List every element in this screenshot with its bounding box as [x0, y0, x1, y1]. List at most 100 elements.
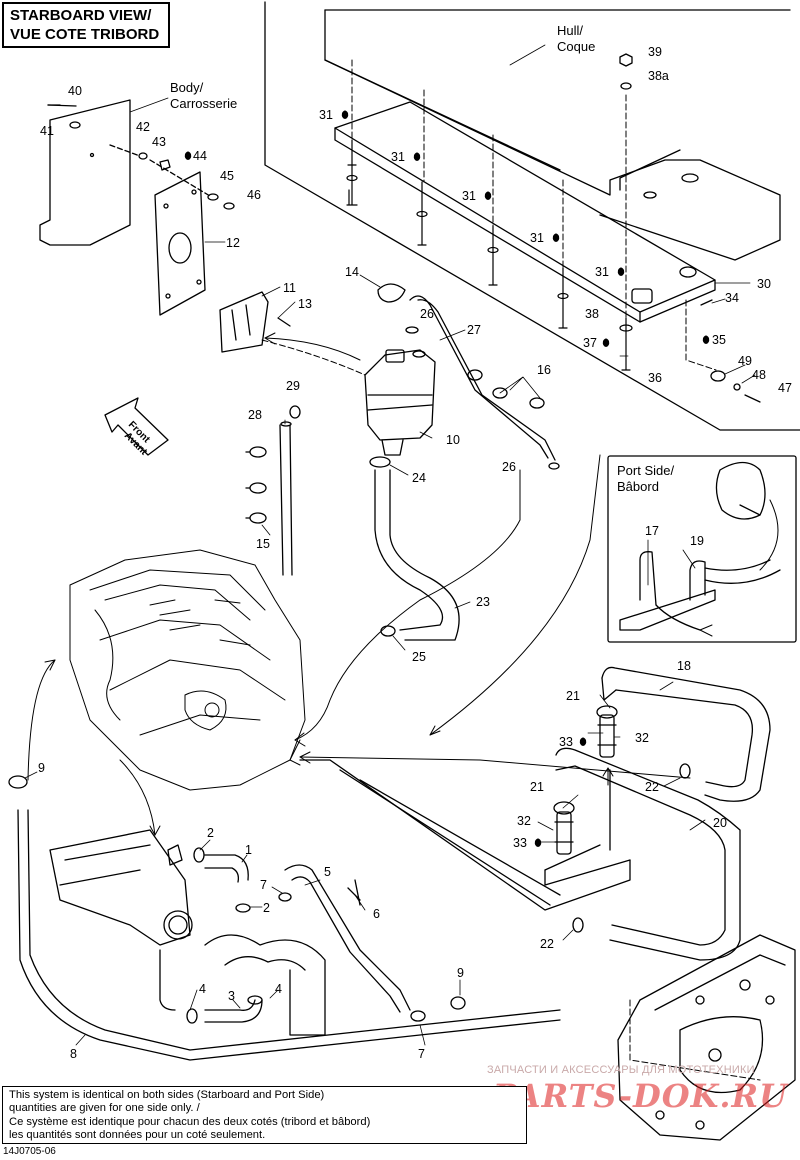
mounting-rail: [334, 101, 716, 323]
drop-icon: [484, 191, 492, 200]
callout-38: 38: [585, 307, 599, 321]
callout-31: 31: [462, 189, 476, 203]
callout-25: 25: [412, 650, 426, 664]
callout-13: 13: [298, 297, 312, 311]
callout-40: 40: [68, 84, 82, 98]
callout-42: 42: [136, 120, 150, 134]
callout-48: 48: [752, 368, 766, 382]
bolt-set: [346, 139, 633, 371]
drop-icon: [341, 110, 349, 119]
hardware-body: [47, 104, 235, 210]
drawing-code: 14J0705-06: [3, 1146, 56, 1157]
callout-35: 35: [712, 333, 726, 347]
note-line-4: les quantités sont données pour un coté …: [9, 1128, 266, 1141]
callout-39: 39: [648, 45, 662, 59]
bracket: [219, 291, 291, 353]
callout-34: 34: [725, 291, 739, 305]
coolant-reservoir: [364, 283, 436, 456]
dash-lines: [261, 59, 761, 1081]
floor-panel: [299, 759, 631, 911]
callout-33: 33: [513, 836, 527, 850]
hull-label-1: Hull/: [557, 23, 583, 38]
callout-5: 5: [324, 865, 331, 879]
hull-outline: [264, 1, 800, 431]
drop-icon: [602, 338, 610, 347]
callout-26: 26: [502, 460, 516, 474]
callout-27: 27: [467, 323, 481, 337]
hose-18: [601, 666, 771, 802]
drop-icon: [702, 335, 710, 344]
callout-36: 36: [648, 371, 662, 385]
callout-43: 43: [152, 135, 166, 149]
callout-1: 1: [245, 843, 252, 857]
callout-32: 32: [635, 731, 649, 745]
callout-20: 20: [713, 816, 727, 830]
callout-16: 16: [537, 363, 551, 377]
drop-icon: [617, 267, 625, 276]
front-arrow: [104, 397, 169, 456]
connectors: [553, 705, 691, 933]
callout-41: 41: [40, 124, 54, 138]
note-line-3: Ce système est identique pour chacun des…: [9, 1115, 371, 1128]
body-panel: [39, 99, 131, 246]
callout-28: 28: [248, 408, 262, 422]
callout-31: 31: [319, 108, 333, 122]
callout-31: 31: [391, 150, 405, 164]
callout-45: 45: [220, 169, 234, 183]
callout-6: 6: [373, 907, 380, 921]
callout-11: 11: [283, 281, 296, 295]
watermark-small: ЗАПЧАСТИ И АКСЕССУАРЫ ДЛЯ МОТОТЕХНИКИ: [487, 1064, 755, 1076]
callout-7: 7: [418, 1047, 425, 1061]
leader-lines: [24, 44, 756, 1046]
hose-23: [374, 469, 460, 641]
hardware-top-right: [619, 53, 761, 403]
callout-9: 9: [38, 761, 45, 775]
jet-pump: [617, 934, 796, 1141]
callout-14: 14: [345, 265, 359, 279]
hose-8: [17, 809, 561, 1061]
callout-18: 18: [677, 659, 691, 673]
callout-22: 22: [645, 780, 659, 794]
callout-2: 2: [207, 826, 214, 840]
title-line-2: VUE COTE TRIBORD: [10, 26, 160, 43]
engine: [69, 549, 306, 791]
callout-2: 2: [263, 901, 270, 915]
mounting-plate: [154, 171, 206, 316]
callout-47: 47: [778, 381, 792, 395]
callout-37: 37: [583, 336, 597, 350]
diagram-title: STARBOARD VIEW/ VUE COTE TRIBORD: [2, 2, 170, 48]
callout-10: 10: [446, 433, 460, 447]
hose-20: [555, 747, 741, 961]
watermark-logo: PARTS-DOK.RU: [493, 1077, 789, 1115]
callout-33: 33: [559, 735, 573, 749]
callout-49: 49: [738, 354, 752, 368]
hose-1: [204, 854, 249, 883]
callout-21: 21: [566, 689, 580, 703]
callout-38a: 38a: [648, 69, 669, 83]
inset-label-2: Bâbord: [617, 479, 659, 494]
port-side-inset: [607, 455, 797, 643]
drop-icons: [184, 110, 710, 847]
hull-label-2: Coque: [557, 39, 595, 54]
note-box: This system is identical on both sides (…: [2, 1086, 527, 1144]
callout-31: 31: [595, 265, 609, 279]
note-line-2: quantities are given for one side only. …: [9, 1102, 200, 1115]
callout-15: 15: [256, 537, 270, 551]
flow-arrows: [27, 332, 779, 836]
callout-19: 19: [690, 534, 704, 548]
body-label-2: Carrosserie: [170, 96, 237, 111]
inset-label-1: Port Side/: [617, 463, 674, 478]
hose-28: [279, 421, 293, 576]
hose-3: [204, 999, 263, 1023]
callout-17: 17: [645, 524, 659, 538]
callout-29: 29: [286, 379, 300, 393]
callout-30: 30: [757, 277, 771, 291]
callout-24: 24: [412, 471, 426, 485]
note-line-1: This system is identical on both sides (…: [9, 1089, 325, 1101]
callout-22: 22: [540, 937, 554, 951]
callout-8: 8: [70, 1047, 77, 1061]
hose-5: [284, 864, 411, 1013]
drop-icon: [184, 151, 192, 160]
callout-9: 9: [457, 966, 464, 980]
